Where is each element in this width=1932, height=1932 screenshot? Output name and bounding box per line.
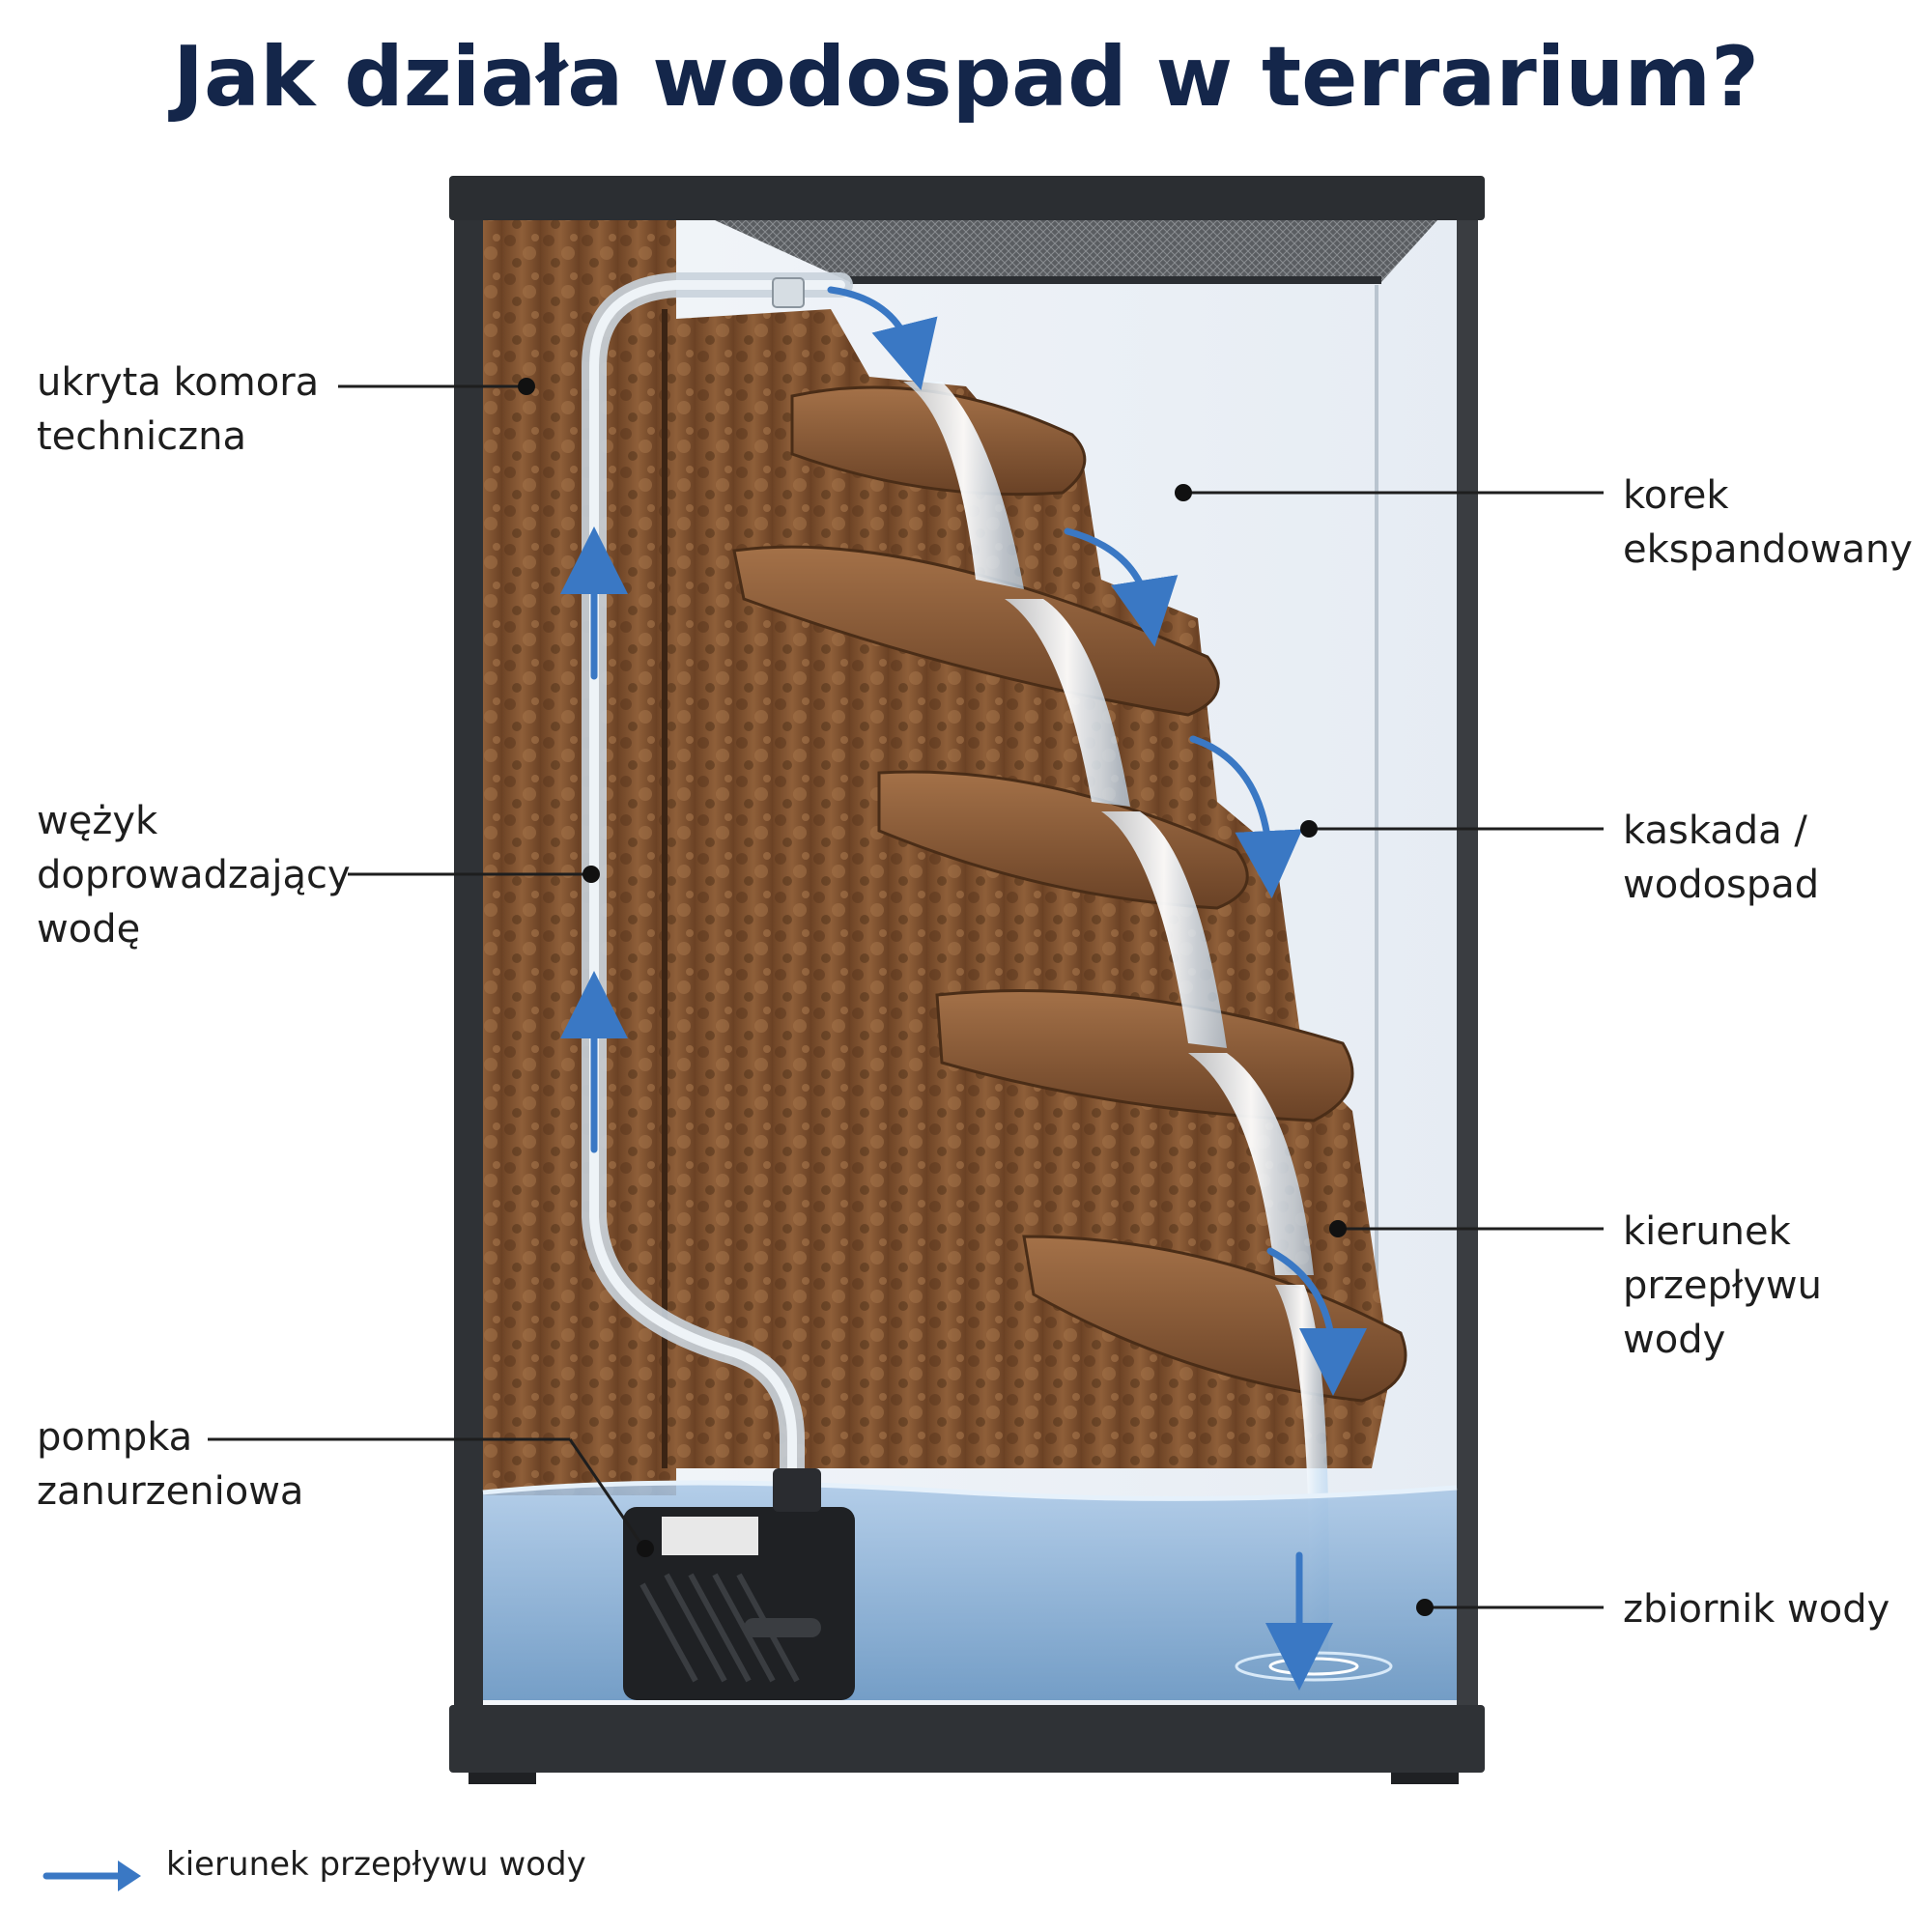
- frame-right: [1457, 208, 1478, 1715]
- frame-bottom: [449, 1705, 1485, 1773]
- frame-top: [449, 176, 1485, 220]
- label-hose: wężyk doprowadzający wodę: [37, 799, 351, 952]
- arrow-right-icon: [43, 1861, 141, 1891]
- flow-arrows: [560, 286, 1367, 1690]
- hidden-chamber: [483, 220, 676, 1495]
- label-cork: korek ekspandowany: [1623, 473, 1913, 572]
- label-reservoir: zbiornik wody: [1623, 1587, 1890, 1632]
- arrow-3: [1189, 735, 1303, 898]
- leader-lines: [208, 384, 1604, 1609]
- page-title: Jak działa wodospad w terrarium?: [173, 29, 1759, 126]
- submersible-pump: [623, 1468, 855, 1700]
- label-pump: pompka zanurzeniowa: [37, 1415, 304, 1514]
- label-hidden-chamber: ukryta komora techniczna: [37, 360, 320, 459]
- arrow-4: [1266, 1247, 1367, 1396]
- ledge-2: [732, 545, 1220, 717]
- leader-dots: [518, 378, 1434, 1616]
- label-flow-direction: kierunek przepływu wody: [1623, 1209, 1822, 1362]
- legend-text: kierunek przepływu wody: [166, 1845, 586, 1884]
- arrow-2: [1064, 527, 1179, 647]
- arrow-top: [827, 286, 938, 390]
- label-cascade: kaskada / wodospad: [1623, 809, 1820, 907]
- frame-left: [454, 208, 483, 1715]
- mesh-lid: [715, 220, 1437, 282]
